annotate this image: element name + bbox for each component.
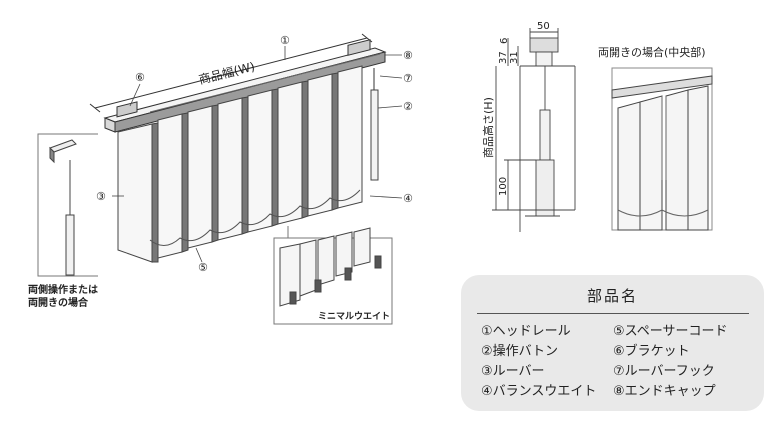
dim-6: 6 [499, 38, 510, 44]
legend-item-4: ④バランスウエイト [481, 384, 597, 399]
spacer-cord [149, 189, 361, 246]
callout-3: ③ [96, 190, 106, 203]
legend-divider [477, 313, 749, 314]
legend-item-1: ①ヘッドレール [481, 324, 571, 339]
main-perspective-view [89, 33, 387, 263]
width-dimension [89, 33, 373, 113]
callout-7: ⑦ [403, 72, 413, 85]
minimal-weight-caption: ミニマルウエイト [318, 311, 390, 322]
callout-leaders [112, 46, 403, 263]
bracket-right [347, 39, 371, 56]
parts-legend: 部品名 ①ヘッドレール ②操作バトン ③ルーバー ④バランスウエイト ⑤スペーサ… [461, 275, 764, 411]
legend-title: 部品名 [586, 287, 638, 305]
callout-numbers: ① ⑧ ⑦ ② ⑥ ③ ④ ⑤ [96, 34, 413, 274]
side-view-dims: 50 6 37 31 100 [498, 21, 550, 196]
legend-item-6: ⑥ブラケット [613, 344, 690, 359]
side-view [492, 28, 576, 232]
minimal-weight-inset [273, 226, 393, 325]
legend-right-column: ⑤スペーサーコード ⑥ブラケット ⑦ルーバーフック ⑧エンドキャップ [613, 322, 728, 402]
legend-item-7: ⑦ルーバーフック [613, 364, 715, 379]
dim-50: 50 [537, 21, 550, 32]
legend-item-8: ⑧エンドキャップ [613, 384, 716, 399]
callout-8: ⑧ [403, 49, 413, 62]
callout-1: ① [280, 34, 290, 47]
legend-item-3: ③ルーバー [481, 364, 545, 379]
left-inset-caption-line1: 両側操作または [28, 283, 98, 296]
dim-37: 37 [498, 51, 509, 64]
left-inset [37, 133, 98, 277]
dim-100: 100 [498, 177, 509, 196]
louvers [117, 65, 363, 263]
center-view-caption: 両開きの場合(中央部) [598, 45, 706, 59]
left-inset-caption-line2: 両開きの場合 [28, 296, 89, 309]
legend-left-column: ①ヘッドレール ②操作バトン ③ルーバー ④バランスウエイト [481, 322, 596, 402]
height-label: 商品高さ(H) [481, 97, 495, 158]
legend-item-2: ②操作バトン [481, 344, 559, 359]
dim-31: 31 [509, 51, 520, 64]
operating-wand [370, 68, 379, 181]
center-split-view [611, 67, 713, 231]
callout-5: ⑤ [198, 261, 208, 274]
legend-item-5: ⑤スペーサーコード [613, 324, 728, 339]
callout-2: ② [403, 100, 413, 113]
callout-6: ⑥ [135, 71, 145, 84]
callout-4: ④ [403, 192, 413, 205]
bracket-left [116, 101, 138, 118]
head-rail [103, 47, 387, 133]
